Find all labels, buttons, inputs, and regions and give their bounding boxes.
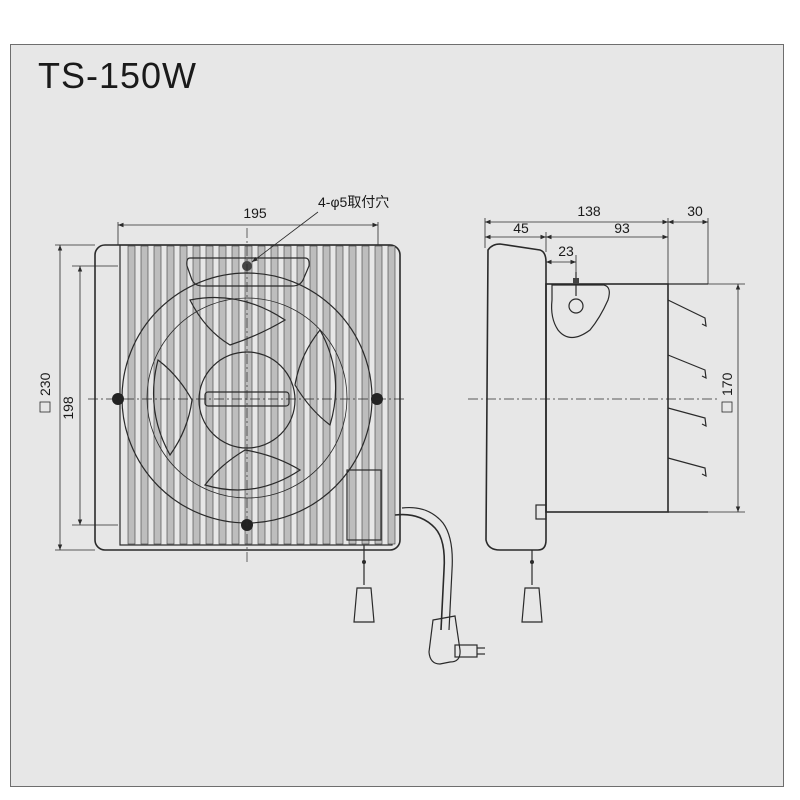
grille-bar	[387, 245, 396, 545]
dim-inner-size: 198	[60, 265, 118, 526]
grille-bar	[322, 245, 331, 545]
dim-front-label: 45	[513, 220, 529, 236]
side-body	[545, 283, 669, 513]
switch-box	[346, 469, 382, 541]
grille-bar	[231, 245, 240, 545]
side-pull-cord	[521, 550, 543, 623]
dim-inner-size-label: 198	[60, 396, 76, 420]
grille-bar	[244, 245, 253, 545]
grille-bar	[335, 245, 344, 545]
dim-louver-label: 30	[687, 203, 703, 219]
dim-duct-size: 170	[708, 283, 745, 513]
dim-offset-label: 23	[558, 243, 574, 259]
dim-width-label: 195	[243, 205, 267, 221]
dim-outer-size-label: 230	[37, 372, 53, 396]
drawing-frame	[10, 44, 784, 787]
hole-note-label: 4-φ5取付穴	[318, 194, 389, 210]
dim-body-label: 93	[614, 220, 630, 236]
side-view: 138 30 45 93 23	[468, 203, 745, 623]
power-cable	[394, 506, 485, 665]
grille-bar	[348, 245, 357, 545]
back-louvers	[667, 299, 707, 478]
grille-bar	[218, 245, 227, 545]
dim-width: 195	[117, 205, 379, 245]
pull-cord	[353, 545, 375, 623]
dim-body: 93	[546, 220, 668, 240]
dim-overall-depth-label: 138	[577, 203, 601, 219]
grille-bar	[205, 245, 214, 545]
grille-bar	[192, 245, 201, 545]
grille-bar	[296, 245, 305, 545]
grille-bar	[283, 245, 292, 545]
grille-bar	[361, 245, 370, 545]
front-view: 195 4-φ5取付穴 230 198	[37, 194, 485, 665]
dim-duct-size-label: 170	[719, 372, 735, 396]
grille-bar	[257, 245, 266, 545]
grille-bar	[140, 245, 149, 545]
side-front-panel	[485, 243, 547, 551]
fan-blades	[152, 296, 337, 491]
grille-bars	[127, 245, 396, 545]
dim-overall-depth: 138	[484, 203, 669, 284]
hole-note: 4-φ5取付穴	[251, 194, 389, 263]
side-bracket	[551, 284, 610, 339]
model-title: TS-150W	[38, 55, 198, 96]
grille-bar	[153, 245, 162, 545]
dim-louver: 30	[668, 203, 709, 284]
dim-outer-size: 230	[37, 244, 95, 551]
grille-bar	[166, 245, 175, 545]
grille-bar	[127, 245, 136, 545]
grille-bar	[309, 245, 318, 545]
top-handle-notch	[186, 257, 310, 287]
dim-front: 45	[485, 220, 547, 252]
grille-bar	[179, 245, 188, 545]
dim-offset: 23	[546, 243, 577, 272]
grille-bar	[270, 245, 279, 545]
